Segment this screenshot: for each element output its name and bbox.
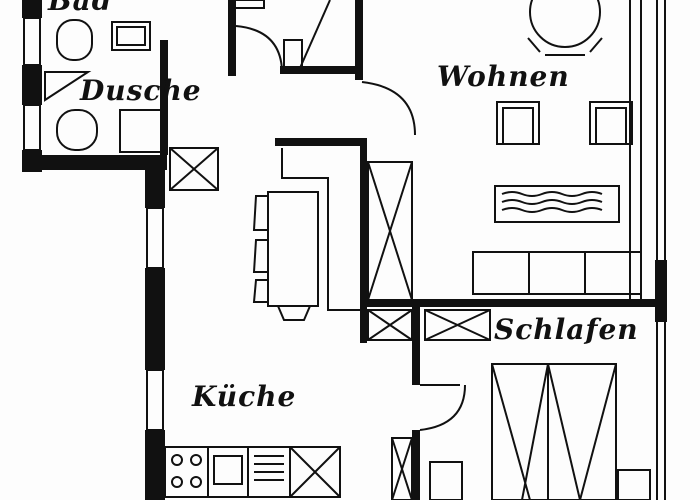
room-label-wohnen: Wohnen xyxy=(437,60,570,93)
room-label-dusche: Dusche xyxy=(80,74,202,107)
room-label-bad: Bad xyxy=(48,0,113,17)
room-label-kueche: Küche xyxy=(192,380,297,413)
fixtures xyxy=(23,0,666,500)
room-label-schlafen: Schlafen xyxy=(494,313,639,346)
walls xyxy=(22,0,667,500)
